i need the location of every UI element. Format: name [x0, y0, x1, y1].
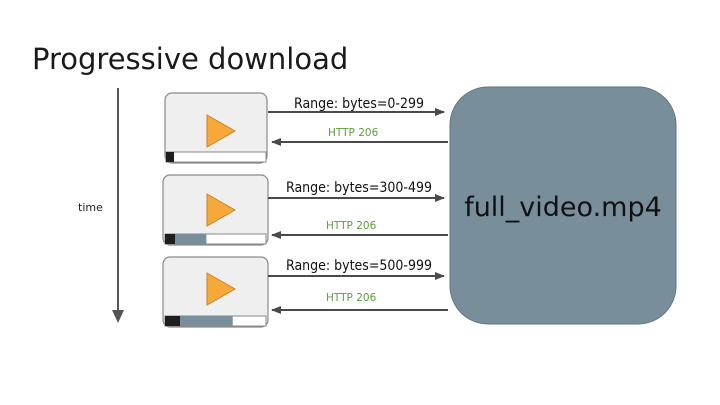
- request-label: Range: bytes=500-999: [286, 258, 432, 274]
- response-label: HTTP 206: [326, 292, 377, 304]
- time-arrow-head: [112, 310, 124, 323]
- video-player-3: [162, 256, 269, 328]
- play-icon: [206, 114, 237, 148]
- time-axis: time: [78, 88, 124, 323]
- video-player-2: [162, 174, 269, 246]
- file-name-label: full_video.mp4: [464, 192, 662, 223]
- server-file-box: full_video.mp4: [449, 86, 677, 325]
- control-block: [165, 316, 180, 326]
- request-label: Range: bytes=0-299: [294, 96, 424, 112]
- exchange-1: Range: bytes=0-299 HTTP 206: [268, 96, 448, 146]
- exchange-2: Range: bytes=300-499 HTTP 206: [268, 180, 448, 239]
- progress-fill: [165, 316, 233, 326]
- play-icon: [206, 272, 237, 306]
- diagram-title: Progressive download: [32, 42, 348, 76]
- request-label: Range: bytes=300-499: [286, 180, 432, 196]
- control-block: [165, 234, 175, 244]
- time-label: time: [78, 201, 103, 214]
- response-label: HTTP 206: [328, 127, 379, 139]
- play-icon: [206, 193, 237, 227]
- progress-track: [165, 151, 267, 163]
- control-block: [166, 152, 174, 162]
- progress-fill: [165, 234, 207, 244]
- response-label: HTTP 206: [326, 220, 377, 232]
- exchange-3: Range: bytes=500-999 HTTP 206: [268, 258, 448, 314]
- video-player-1: [164, 92, 268, 164]
